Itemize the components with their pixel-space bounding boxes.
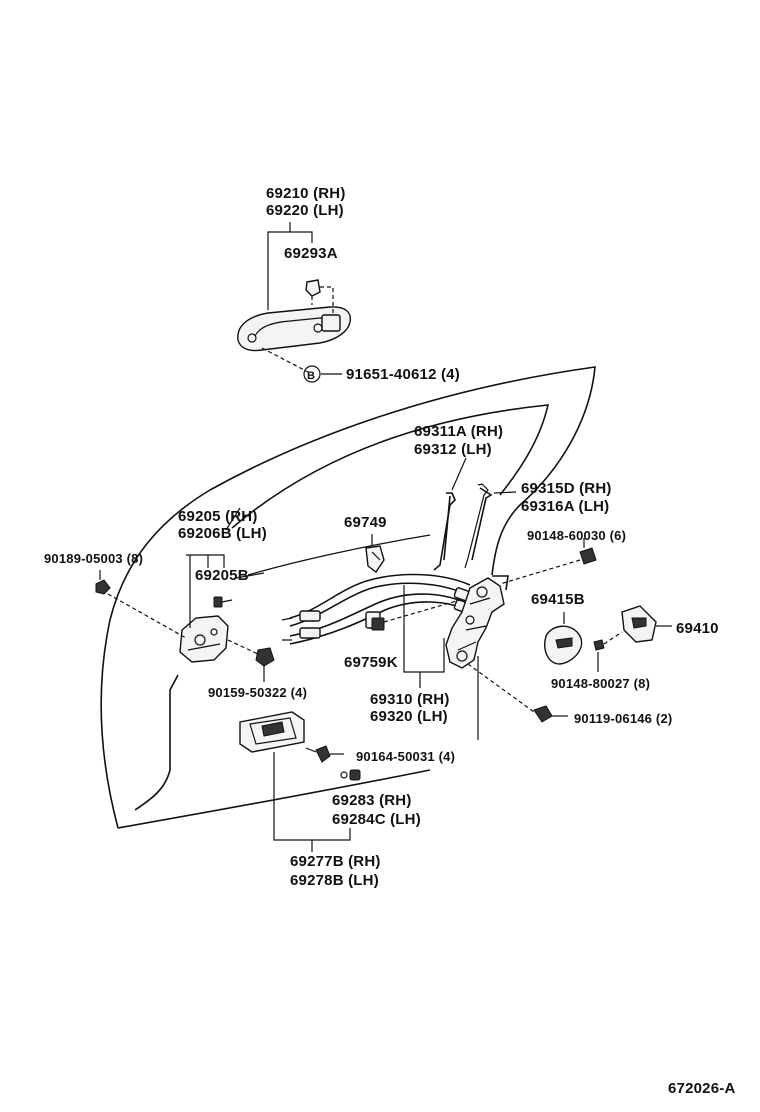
label-69220: 69220 (LH) [266, 202, 344, 219]
outside-door-handle-69210 [237, 306, 352, 352]
leader-69210 [267, 222, 313, 310]
cover-69415B [544, 625, 583, 665]
leader-69277B [273, 752, 351, 852]
leader-90189 [107, 593, 187, 639]
inside-handle-bracket-69205 [179, 615, 229, 663]
label-69749: 69749 [344, 514, 387, 531]
label-69293A: 69293A [284, 245, 338, 262]
inside-handle-bezel-69277B [239, 711, 305, 753]
label-90189: 90189-05003 (8) [44, 551, 143, 566]
label-69315D: 69315D (RH) [521, 480, 612, 497]
screw-90148-80027 [593, 631, 623, 651]
bolt-69205B [213, 596, 233, 608]
label-69205: 69205 (RH) [178, 508, 258, 525]
screw-90189 [95, 579, 111, 595]
label-69206B: 69206B (LH) [178, 525, 267, 542]
label-69415B: 69415B [531, 591, 585, 608]
leader-69315D [493, 491, 517, 494]
rod-clip-69749 [365, 545, 385, 574]
screw-90164 [305, 745, 331, 763]
label-69284C: 69284C (LH) [332, 811, 421, 828]
label-69277B: 69277B (RH) [290, 853, 381, 870]
label-69312: 69312 (LH) [414, 441, 492, 458]
bolt-90159 [255, 647, 275, 667]
label-90119: 90119-06146 (2) [574, 711, 672, 726]
label-69320: 69320 (LH) [370, 708, 448, 725]
label-69210: 69210 (RH) [266, 185, 346, 202]
door-lock-assembly [445, 575, 509, 669]
leader-69205 [186, 554, 225, 628]
label-91651: 91651-40612 (4) [346, 366, 460, 383]
label-69311A: 69311A (RH) [414, 423, 503, 440]
door-panel-outline [100, 366, 596, 829]
bolt-90119 [533, 705, 553, 723]
striker-69410 [621, 605, 657, 643]
label-90148-80027: 90148-80027 (8) [551, 676, 650, 691]
label-69310: 69310 (RH) [370, 691, 450, 708]
leader-91651 [261, 347, 309, 373]
cable-clip-69759K [365, 611, 385, 631]
label-90164: 90164-50031 (4) [356, 749, 455, 764]
leader-90159-dash [227, 639, 259, 655]
b-marker-circle [303, 365, 321, 383]
lock-cables-69310 [281, 573, 475, 645]
leader-90148-60030-dash [499, 559, 581, 585]
b-marker-label: B [307, 370, 315, 382]
leader-69311A [451, 457, 467, 491]
leader-69205B [235, 572, 265, 579]
label-90148-60030: 90148-60030 (6) [527, 528, 626, 543]
label-69759K: 69759K [344, 654, 398, 671]
label-69410: 69410 [676, 620, 719, 637]
leader-69205-upper [225, 507, 241, 531]
label-69316A: 69316A (LH) [521, 498, 609, 515]
lock-rod-69311A [433, 483, 493, 571]
screw-90148-60030 [579, 547, 597, 565]
label-69205B: 69205B [195, 567, 249, 584]
label-90159: 90159-50322 (4) [208, 685, 307, 700]
figure-id: 672026-A [668, 1080, 735, 1097]
handle-clip-69293A [305, 279, 334, 316]
label-69278B: 69278B (LH) [290, 872, 379, 889]
leader-69310 [403, 585, 445, 688]
label-69283: 69283 (RH) [332, 792, 412, 809]
leader-69759K-dash [383, 599, 461, 623]
cap-69283 [340, 769, 361, 781]
